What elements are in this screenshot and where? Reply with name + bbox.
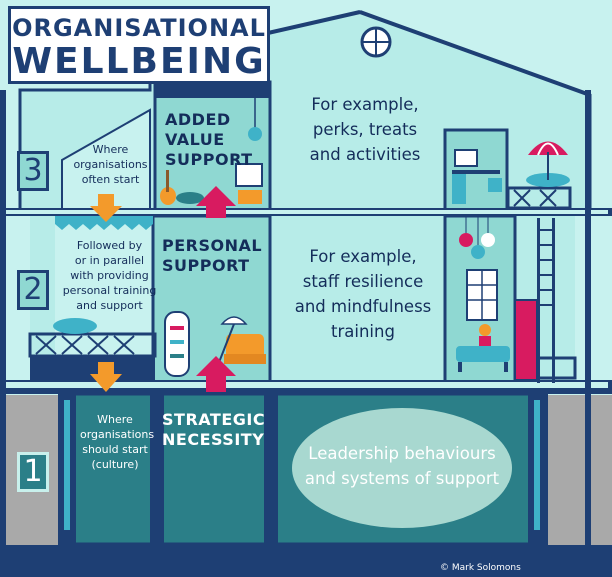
title-box: ORGANISATIONAL WELLBEING: [8, 6, 270, 84]
level-3-note: Where organisations often start: [68, 142, 153, 187]
ground-strip: [0, 545, 612, 577]
level-2-heading-line: PERSONAL: [162, 236, 263, 255]
orange-arrow-2: [90, 362, 122, 392]
level-1-heading: STRATEGIC NECESSITY: [162, 410, 270, 450]
level-2-note-line: or in parallel: [74, 254, 145, 267]
level-2-example: For example, staff resilience and mindfu…: [278, 244, 448, 344]
level-3-example: For example, perks, treats and activitie…: [285, 92, 445, 167]
level-3-example-line: For example,: [311, 95, 419, 114]
parasol-icon: [528, 141, 568, 180]
pink-arrow-2: [196, 186, 236, 218]
level-3-example-line: and activities: [309, 145, 421, 164]
title-line-1: ORGANISATIONAL: [12, 14, 266, 42]
level-1-note-line: (culture): [91, 458, 139, 471]
pendant-lamps-icon: [459, 216, 495, 259]
bookcase-icon: [164, 311, 190, 377]
level-1-note-line: organisations: [80, 428, 155, 441]
level-2-note-line: with providing: [70, 269, 149, 282]
level-2-note-line: and support: [76, 299, 143, 312]
level-2-note: Followed by or in parallel with providin…: [62, 238, 157, 313]
level-2-number: 2: [17, 270, 49, 310]
level-2-note-line: Followed by: [76, 239, 143, 252]
level-3-number: 3: [17, 151, 49, 191]
level-2-heading-line: SUPPORT: [162, 256, 250, 275]
credit: © Mark Solomons: [440, 563, 521, 573]
level-2-example-line: training: [331, 322, 395, 341]
level-3-note-line: Where: [92, 143, 129, 156]
picture-frame-icon: [235, 163, 263, 204]
guitar-icon: [160, 170, 176, 205]
ladder-icon: [537, 218, 555, 383]
level-1-note: Where organisations should start (cultur…: [80, 412, 155, 472]
level-1-note-line: Where: [97, 413, 133, 426]
level-3-heading-line: SUPPORT: [165, 150, 253, 169]
level-2-heading: PERSONAL SUPPORT: [162, 236, 270, 276]
level-2-note-line: personal training: [62, 284, 157, 297]
right-balcony: [506, 173, 577, 380]
level-2-example-line: staff resilience: [302, 272, 424, 291]
level-1-note-line: should start: [82, 443, 148, 456]
foundation-ellipse: [292, 408, 512, 528]
pink-lamp-icon: [248, 98, 262, 141]
level-3-heading-line: ADDED: [165, 110, 231, 129]
level-3-heading-line: VALUE: [165, 130, 225, 149]
level-3-example-line: perks, treats: [312, 120, 418, 139]
window-icon: [466, 269, 498, 321]
title-line-2: WELLBEING: [12, 41, 266, 82]
level-3-heading: ADDED VALUE SUPPORT: [165, 110, 270, 170]
level-3-note-line: often start: [81, 173, 140, 186]
level-1-example-line: Leadership behaviours: [308, 444, 496, 463]
orange-arrow-3: [90, 194, 122, 222]
level-1-heading-line: NECESSITY: [162, 430, 265, 449]
armchair-icon: [224, 334, 266, 364]
level-1-heading-line: STRATEGIC: [162, 410, 266, 429]
pink-arrow-1: [196, 356, 236, 392]
level-2-example-line: For example,: [309, 247, 417, 266]
sofa-icon: [456, 346, 510, 372]
level-1-example: Leadership behaviours and systems of sup…: [292, 441, 512, 491]
level-3-note-line: organisations: [73, 158, 148, 171]
level-1-example-line: and systems of support: [304, 469, 500, 488]
level-2-example-line: and mindfulness: [294, 297, 432, 316]
desk-icon: [452, 149, 502, 204]
round-window-icon: [360, 26, 392, 58]
left-balcony: [28, 318, 157, 380]
plant-icon: [479, 324, 491, 346]
level-1-number: 1: [17, 452, 49, 492]
